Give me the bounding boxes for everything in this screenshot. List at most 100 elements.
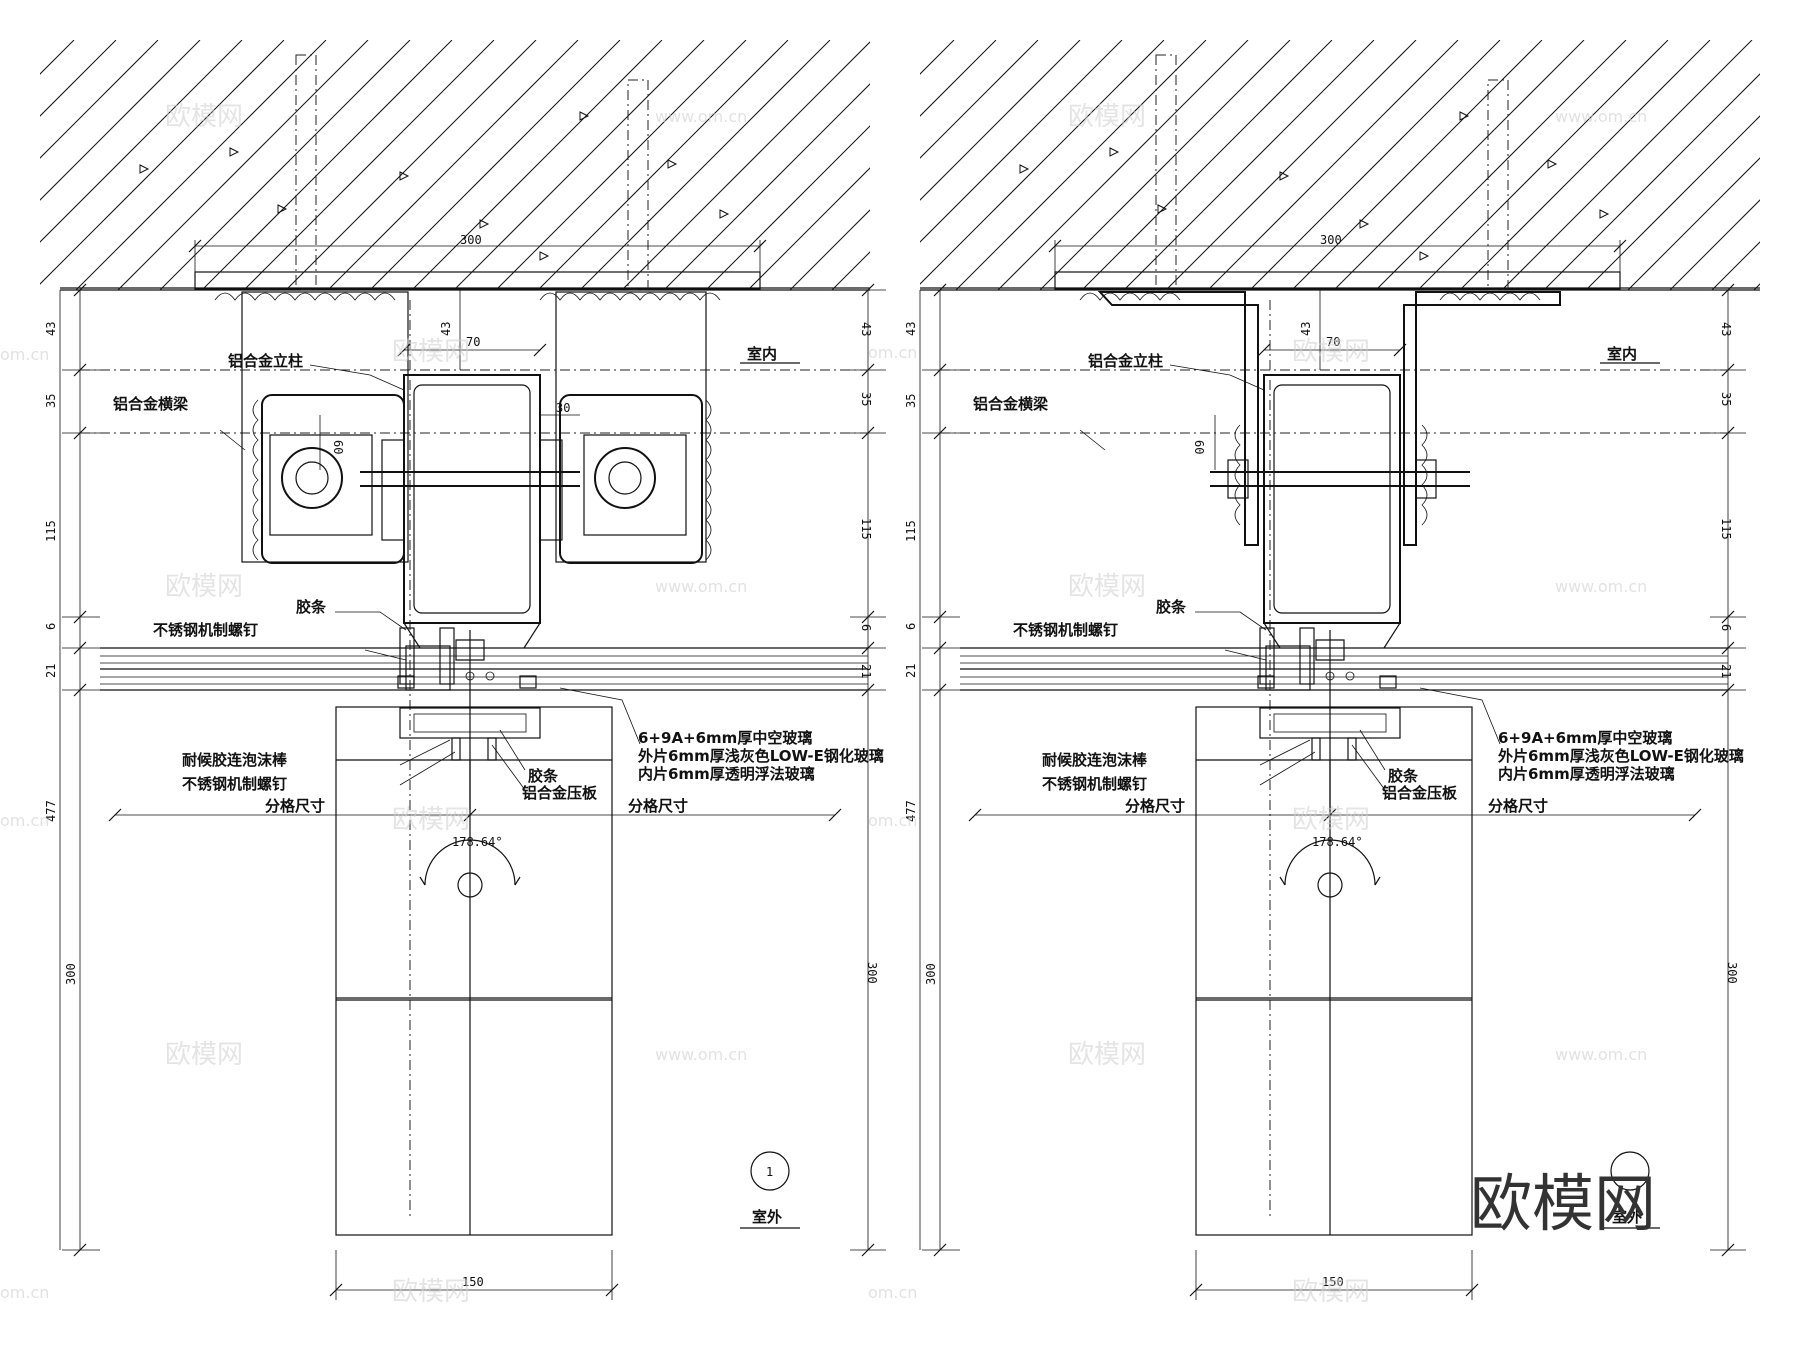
brand-watermark: 欧模网 xyxy=(1470,1167,1656,1240)
dim-300: 300 xyxy=(460,233,482,247)
svg-text:115: 115 xyxy=(44,520,58,542)
svg-text:300: 300 xyxy=(1725,962,1739,984)
svg-text:om.cn: om.cn xyxy=(0,345,49,364)
outdoor-label: 室外 xyxy=(752,1208,782,1226)
svg-text:150: 150 xyxy=(1322,1275,1344,1289)
svg-text:115: 115 xyxy=(904,520,918,542)
svg-text:om.cn: om.cn xyxy=(0,811,49,830)
svg-text:300: 300 xyxy=(865,962,879,984)
screw-bottom-label-r: 不锈钢机制螺钉 xyxy=(1042,775,1147,793)
svg-text:欧模网: 欧模网 xyxy=(1068,572,1146,602)
mullion-label-r: 铝合金立柱 xyxy=(1088,352,1163,370)
svg-text:115: 115 xyxy=(859,518,873,540)
angle-label-r: 178.64° xyxy=(1312,835,1363,849)
angle-label: 178.64° xyxy=(452,835,503,849)
svg-text:21: 21 xyxy=(44,664,58,678)
foam-rod-label: 耐候胶连泡沫棒 xyxy=(182,751,288,769)
svg-text:477: 477 xyxy=(44,800,58,822)
gasket-bottom-label-r: 胶条 xyxy=(1388,767,1419,785)
svg-text:www.om.cn: www.om.cn xyxy=(655,107,747,126)
svg-text:欧模网: 欧模网 xyxy=(392,337,470,367)
svg-text:21: 21 xyxy=(1719,664,1733,678)
svg-text:35: 35 xyxy=(859,392,873,406)
svg-text:115: 115 xyxy=(1719,518,1733,540)
screw-bottom-label: 不锈钢机制螺钉 xyxy=(182,775,287,793)
svg-text:6: 6 xyxy=(859,624,873,631)
detail-number: 1 xyxy=(766,1165,773,1179)
grid-size-label-r2: 分格尺寸 xyxy=(1488,797,1548,815)
svg-text:60: 60 xyxy=(1192,440,1206,454)
svg-text:6: 6 xyxy=(44,623,58,630)
svg-text:www.om.cn: www.om.cn xyxy=(1555,1045,1647,1064)
transom-label-r: 铝合金横梁 xyxy=(973,395,1049,413)
leader-lines xyxy=(219,364,1501,791)
glass-spec-2-r: 外片6mm厚浅灰色LOW-E钢化玻璃 xyxy=(1497,747,1744,765)
svg-text:www.om.cn: www.om.cn xyxy=(1555,577,1647,596)
svg-text:70: 70 xyxy=(1326,335,1340,349)
dim-150: 150 xyxy=(462,1275,484,1289)
svg-text:300: 300 xyxy=(64,963,78,985)
svg-text:欧模网: 欧模网 xyxy=(165,102,243,132)
svg-text:6: 6 xyxy=(1719,624,1733,631)
labels-right: 铝合金立柱 铝合金横梁 胶条 不锈钢机制螺钉 室内 6+9A+6mm厚中空玻璃 … xyxy=(904,233,1744,1289)
indoor-label: 室内 xyxy=(747,345,777,363)
svg-text:欧模网: 欧模网 xyxy=(392,805,470,835)
svg-text:43: 43 xyxy=(1719,322,1733,336)
foam-rod-label-r: 耐候胶连泡沫棒 xyxy=(1042,751,1148,769)
svg-text:欧模网: 欧模网 xyxy=(165,1040,243,1070)
grid-size-label-r: 分格尺寸 xyxy=(1125,797,1185,815)
svg-text:欧模网: 欧模网 xyxy=(1292,1277,1370,1307)
svg-text:300: 300 xyxy=(1320,233,1342,247)
svg-text:43: 43 xyxy=(44,322,58,336)
svg-text:43: 43 xyxy=(439,322,453,336)
grid-size-label-2: 分格尺寸 xyxy=(628,797,688,815)
glass-spec-3: 内片6mm厚透明浮法玻璃 xyxy=(638,765,815,783)
svg-text:om.cn: om.cn xyxy=(868,1283,917,1302)
svg-text:6: 6 xyxy=(904,623,918,630)
svg-text:欧模网: 欧模网 xyxy=(165,572,243,602)
svg-text:om.cn: om.cn xyxy=(868,343,917,362)
pressure-plate-label-r: 铝合金压板 xyxy=(1382,784,1458,802)
grid-size-label: 分格尺寸 xyxy=(265,797,325,815)
glass-spec-1-r: 6+9A+6mm厚中空玻璃 xyxy=(1498,729,1672,747)
pressure-plate-label: 铝合金压板 xyxy=(522,784,598,802)
detail-right xyxy=(919,40,1760,1301)
svg-text:21: 21 xyxy=(904,664,918,678)
gasket-bottom-label: 胶条 xyxy=(528,767,559,785)
svg-text:www.om.cn: www.om.cn xyxy=(655,577,747,596)
labels-left: 铝合金立柱 铝合金横梁 胶条 不锈钢机制螺钉 室内 6+9A+6mm厚中空玻璃 … xyxy=(44,233,884,1289)
svg-text:欧模网: 欧模网 xyxy=(1068,1040,1146,1070)
detail-left xyxy=(40,40,887,1301)
svg-text:43: 43 xyxy=(904,322,918,336)
watermarks: 欧模网 www.om.cn 欧模网 www.om.cn om.cn 欧模网 om… xyxy=(0,102,1656,1307)
glass-spec-3-r: 内片6mm厚透明浮法玻璃 xyxy=(1498,765,1675,783)
svg-text:om.cn: om.cn xyxy=(868,811,917,830)
svg-text:欧模网: 欧模网 xyxy=(1068,102,1146,132)
gasket-top-label: 胶条 xyxy=(296,598,327,616)
dim-70: 70 xyxy=(466,335,480,349)
outdoor-label-r: 室外 xyxy=(1612,1208,1642,1226)
detail-number-circle xyxy=(750,1151,790,1191)
svg-text:43: 43 xyxy=(859,322,873,336)
svg-text:om.cn: om.cn xyxy=(0,1283,49,1302)
glass-spec-1: 6+9A+6mm厚中空玻璃 xyxy=(638,729,812,747)
svg-text:35: 35 xyxy=(44,394,58,408)
svg-text:欧模网: 欧模网 xyxy=(1292,805,1370,835)
dim-30: 30 xyxy=(556,401,570,415)
svg-text:477: 477 xyxy=(904,800,918,822)
svg-text:www.om.cn: www.om.cn xyxy=(655,1045,747,1064)
svg-text:60: 60 xyxy=(331,440,345,454)
svg-text:35: 35 xyxy=(904,394,918,408)
transom-label: 铝合金横梁 xyxy=(113,395,189,413)
gasket-top-label-r: 胶条 xyxy=(1156,598,1187,616)
svg-text:欧模网: 欧模网 xyxy=(392,1277,470,1307)
svg-text:21: 21 xyxy=(859,664,873,678)
indoor-label-r: 室内 xyxy=(1607,345,1637,363)
svg-text:www.om.cn: www.om.cn xyxy=(1555,107,1647,126)
svg-text:300: 300 xyxy=(924,963,938,985)
screw-top-label: 不锈钢机制螺钉 xyxy=(153,621,258,639)
svg-text:欧模网: 欧模网 xyxy=(1292,337,1370,367)
svg-text:43: 43 xyxy=(1299,322,1313,336)
screw-top-label-r: 不锈钢机制螺钉 xyxy=(1013,621,1118,639)
